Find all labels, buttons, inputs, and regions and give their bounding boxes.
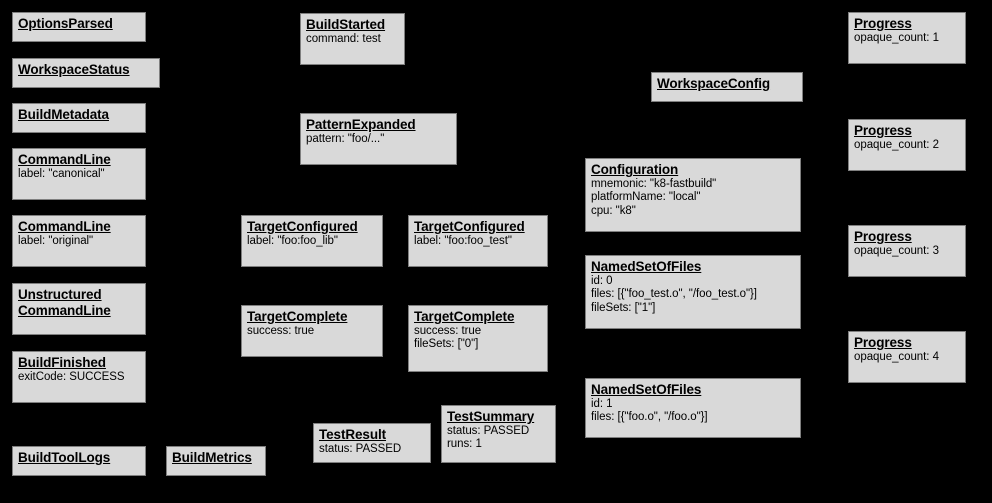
node-title: NamedSetOfFiles bbox=[591, 382, 702, 397]
node-title: Progress bbox=[854, 16, 912, 31]
node-title: TargetConfigured bbox=[247, 219, 358, 234]
node-title: WorkspaceStatus bbox=[18, 62, 130, 77]
node-title: Configuration bbox=[591, 162, 679, 177]
node-workspace-config[interactable]: WorkspaceConfig bbox=[651, 72, 803, 102]
node-field: files: [{"foo.o", "/foo.o"}] bbox=[591, 411, 708, 424]
node-field: runs: 1 bbox=[447, 438, 482, 451]
node-field: label: "canonical" bbox=[18, 167, 105, 180]
node-title: Progress bbox=[854, 335, 912, 350]
node-title: Progress bbox=[854, 229, 912, 244]
node-field: platformName: "local" bbox=[591, 191, 701, 204]
node-title: BuildMetrics bbox=[172, 450, 252, 465]
node-title: TargetComplete bbox=[247, 309, 348, 324]
node-field: files: [{"foo_test.o", "/foo_test.o"}] bbox=[591, 288, 757, 301]
node-field: success: true bbox=[247, 324, 315, 337]
node-build-tool-logs[interactable]: BuildToolLogs bbox=[12, 446, 146, 476]
node-unstructured-command-line[interactable]: Unstructured CommandLine bbox=[12, 283, 146, 335]
node-title: CommandLine bbox=[18, 219, 111, 234]
node-title: TargetComplete bbox=[414, 309, 515, 324]
node-workspace-status[interactable]: WorkspaceStatus bbox=[12, 58, 160, 88]
node-field: opaque_count: 3 bbox=[854, 244, 939, 257]
node-title: BuildFinished bbox=[18, 355, 106, 370]
node-title: BuildStarted bbox=[306, 17, 386, 32]
node-build-metadata[interactable]: BuildMetadata bbox=[12, 103, 146, 133]
node-field: fileSets: ["0"] bbox=[414, 338, 479, 351]
node-field: status: PASSED bbox=[319, 442, 402, 455]
node-options-parsed[interactable]: OptionsParsed bbox=[12, 12, 146, 42]
node-field: status: PASSED bbox=[447, 424, 530, 437]
node-field: cpu: "k8" bbox=[591, 205, 636, 218]
node-field: exitCode: SUCCESS bbox=[18, 370, 125, 383]
node-build-metrics[interactable]: BuildMetrics bbox=[166, 446, 266, 476]
node-field: command: test bbox=[306, 32, 381, 45]
node-title: TestSummary bbox=[447, 409, 535, 424]
node-title: TargetConfigured bbox=[414, 219, 525, 234]
node-title: PatternExpanded bbox=[306, 117, 416, 132]
node-field: label: "foo:foo_lib" bbox=[247, 234, 338, 247]
node-title: Progress bbox=[854, 123, 912, 138]
node-title: OptionsParsed bbox=[18, 16, 113, 31]
node-title: NamedSetOfFiles bbox=[591, 259, 702, 274]
node-title: BuildToolLogs bbox=[18, 450, 111, 465]
node-field: label: "original" bbox=[18, 234, 94, 247]
node-field: id: 0 bbox=[591, 274, 613, 287]
node-title: WorkspaceConfig bbox=[657, 76, 771, 91]
node-field: opaque_count: 2 bbox=[854, 138, 939, 151]
node-title: CommandLine bbox=[18, 152, 111, 167]
node-title: TestResult bbox=[319, 427, 387, 442]
node-field: id: 1 bbox=[591, 397, 613, 410]
node-field: opaque_count: 4 bbox=[854, 350, 939, 363]
node-field: pattern: "foo/..." bbox=[306, 132, 385, 145]
node-field: label: "foo:foo_test" bbox=[414, 234, 512, 247]
node-field: fileSets: ["1"] bbox=[591, 302, 656, 315]
node-title: BuildMetadata bbox=[18, 107, 109, 122]
node-field: opaque_count: 1 bbox=[854, 31, 939, 44]
node-title: Unstructured CommandLine bbox=[18, 287, 111, 318]
node-field: success: true bbox=[414, 324, 482, 337]
node-field: mnemonic: "k8-fastbuild" bbox=[591, 177, 717, 190]
